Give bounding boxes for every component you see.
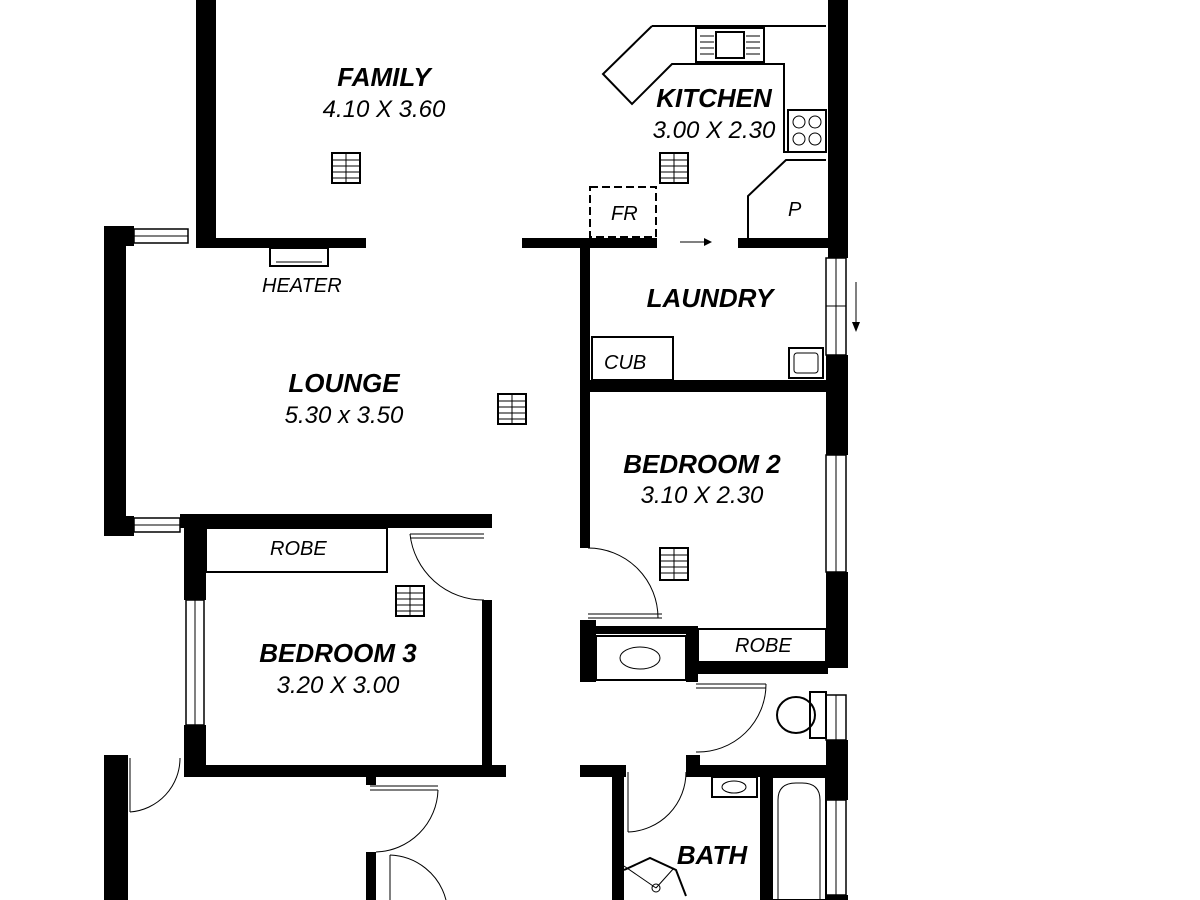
kitchen-bench-outline <box>601 25 826 153</box>
cooktop-icon <box>787 109 827 153</box>
toilet-icon <box>776 691 827 739</box>
robe-bedroom2-label: ROBE <box>735 635 792 657</box>
cupboard-label: CUB <box>604 352 646 374</box>
windows <box>133 228 847 896</box>
cupboard-outline <box>591 336 674 381</box>
room-dims-bedroom3: 3.20 X 3.00 <box>277 672 400 699</box>
bathtub-icon <box>771 776 827 900</box>
vanity-icon <box>595 635 687 681</box>
room-dims-lounge: 5.30 x 3.50 <box>285 402 404 429</box>
shower-icon <box>623 856 687 897</box>
vent-icon <box>331 152 361 184</box>
vent-icon <box>659 152 689 184</box>
room-dims-bedroom2: 3.10 X 2.30 <box>641 482 764 509</box>
room-dims-kitchen: 3.00 X 2.30 <box>653 117 776 144</box>
room-name-laundry: LAUNDRY <box>647 283 776 313</box>
room-name-bedroom2: BEDROOM 2 <box>623 449 781 479</box>
robe-bedroom3 <box>205 527 388 573</box>
vent-icon <box>395 585 425 617</box>
pantry-label: P <box>788 199 802 221</box>
robe-bedroom2 <box>697 628 827 663</box>
heater-icon <box>269 247 329 267</box>
pantry-outline <box>747 159 826 238</box>
room-name-kitchen: KITCHEN <box>656 83 773 113</box>
room-name-bath: BATH <box>677 840 749 870</box>
kitchen-fixtures: P FR <box>589 25 827 238</box>
robe-bedroom3-label: ROBE <box>270 538 327 560</box>
sink-icon <box>695 27 765 63</box>
room-dims-family: 4.10 X 3.60 <box>323 96 446 123</box>
trough-icon <box>788 347 824 379</box>
room-name-lounge: LOUNGE <box>288 368 400 398</box>
walls <box>104 0 848 900</box>
doors <box>129 238 860 900</box>
vent-icon <box>659 547 689 581</box>
room-name-family: FAMILY <box>337 62 433 92</box>
vent-icon <box>497 393 527 425</box>
fridge-space <box>589 186 657 238</box>
basin-icon <box>711 776 758 798</box>
fridge-label: FR <box>611 203 638 225</box>
room-name-bedroom3: BEDROOM 3 <box>259 638 417 668</box>
heater-label: HEATER <box>262 275 342 297</box>
